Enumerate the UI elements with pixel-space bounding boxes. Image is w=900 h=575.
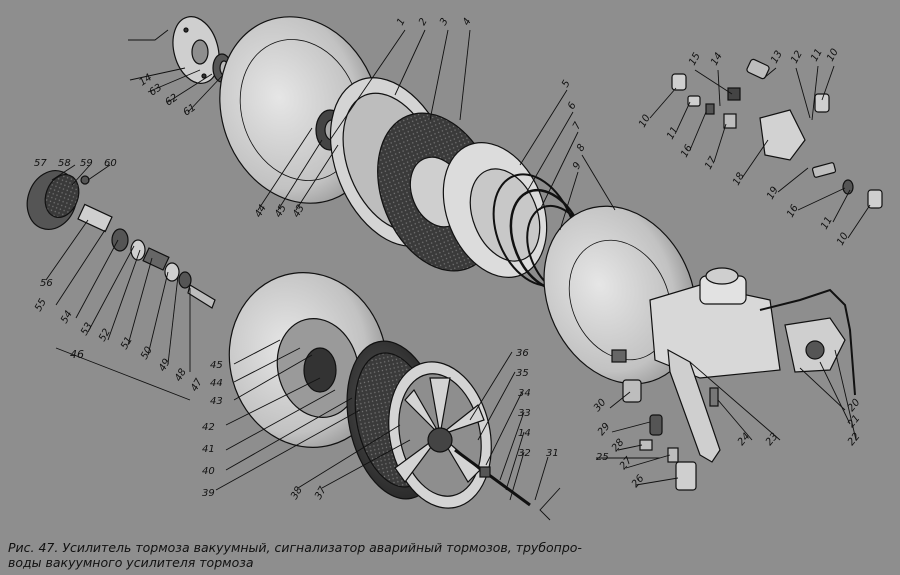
- flange-plate: [172, 16, 220, 84]
- callout-21: 21: [846, 413, 863, 430]
- callout-42: 42: [202, 422, 215, 433]
- callout-8: 8: [575, 142, 588, 153]
- callout-43b: 43: [210, 396, 223, 407]
- callout-22: 22: [846, 431, 863, 448]
- caption-line-1: Рис. 47. Усилитель тормоза вакуумный, си…: [8, 540, 582, 555]
- callout-29: 29: [596, 421, 613, 438]
- callout-32: 32: [518, 448, 531, 459]
- check-valve-fittings: [622, 379, 719, 491]
- callout-61: 61: [181, 102, 198, 118]
- callout-3: 3: [438, 16, 451, 27]
- callout-16a: 16: [679, 143, 695, 160]
- callout-39: 39: [202, 488, 215, 499]
- callout-63: 63: [147, 82, 164, 98]
- callout-41: 41: [202, 444, 215, 455]
- callout-55: 55: [33, 297, 49, 314]
- callout-26: 26: [630, 473, 647, 490]
- callout-45b: 45: [210, 360, 223, 371]
- callout-7: 7: [571, 120, 584, 132]
- callout-59: 59: [80, 158, 93, 169]
- callout-27: 27: [618, 455, 635, 472]
- callout-14a: 14: [709, 51, 725, 68]
- callout-37: 37: [313, 484, 329, 501]
- callout-15: 15: [687, 51, 703, 68]
- callout-51: 51: [119, 335, 135, 352]
- callout-13: 13: [769, 49, 785, 66]
- callout-52: 52: [97, 327, 113, 344]
- leader-lines: [45, 29, 871, 521]
- callout-38: 38: [289, 485, 305, 502]
- callout-30: 30: [592, 397, 609, 414]
- callout-5: 5: [560, 78, 573, 89]
- callout-46: 46: [70, 348, 84, 361]
- callout-36: 36: [516, 348, 529, 359]
- callout-16b: 16: [785, 203, 801, 220]
- callout-23: 23: [764, 431, 781, 448]
- callout-35: 35: [516, 368, 529, 379]
- callout-31: 31: [546, 448, 559, 459]
- callout-62: 62: [163, 92, 180, 108]
- upper-assembly: [172, 16, 697, 385]
- callout-6: 6: [566, 100, 579, 111]
- callout-24: 24: [736, 431, 753, 448]
- reservoir-cap: [705, 267, 739, 285]
- callout-10c: 10: [835, 231, 851, 248]
- caption-line-2: воды вакуумного усилителя тормоза: [8, 555, 254, 570]
- callout-14c: 14: [518, 428, 531, 439]
- callout-44a: 44: [253, 203, 269, 220]
- callout-19: 19: [765, 185, 781, 202]
- callout-4: 4: [461, 16, 474, 27]
- callout-25: 25: [596, 452, 609, 463]
- callout-60: 60: [104, 158, 117, 169]
- callout-40: 40: [202, 466, 215, 477]
- piston-disc: [442, 142, 548, 278]
- callout-58: 58: [58, 158, 71, 169]
- callout-49: 49: [157, 357, 173, 374]
- control-valve-shaft: [26, 170, 216, 309]
- callout-1: 1: [395, 16, 408, 27]
- callout-10b: 10: [637, 113, 653, 130]
- master-cylinder-group: [622, 58, 883, 491]
- callout-43a: 43: [291, 203, 307, 220]
- callout-10a: 10: [825, 47, 841, 64]
- warning-switch: [784, 317, 846, 373]
- callout-47: 47: [189, 376, 205, 393]
- callout-2: 2: [417, 16, 430, 27]
- callout-56: 56: [40, 278, 53, 289]
- callout-9: 9: [571, 160, 584, 171]
- lower-assembly: [26, 170, 531, 509]
- callout-20: 20: [846, 397, 863, 414]
- callout-28: 28: [610, 437, 627, 454]
- callout-12: 12: [789, 49, 805, 66]
- callout-17: 17: [703, 154, 719, 171]
- tee-connector-group: [671, 58, 883, 209]
- callout-45a: 45: [273, 203, 289, 220]
- push-rod: [454, 448, 531, 507]
- callout-34: 34: [518, 388, 531, 399]
- brake-pipe: [759, 288, 856, 396]
- callout-54: 54: [59, 309, 75, 326]
- callout-11c: 11: [819, 215, 835, 232]
- callout-33: 33: [518, 408, 531, 419]
- callout-50: 50: [139, 345, 155, 362]
- callout-44b: 44: [210, 378, 223, 389]
- callout-labels: 1 2 3 4 5 6 7 8 9 10 11 12 13 14 15 10 1…: [33, 16, 862, 501]
- callout-48: 48: [173, 367, 189, 384]
- figure-caption: Рис. 47. Усилитель тормоза вакуумный, си…: [8, 540, 892, 570]
- callout-11a: 11: [809, 47, 825, 64]
- callout-57: 57: [34, 158, 47, 169]
